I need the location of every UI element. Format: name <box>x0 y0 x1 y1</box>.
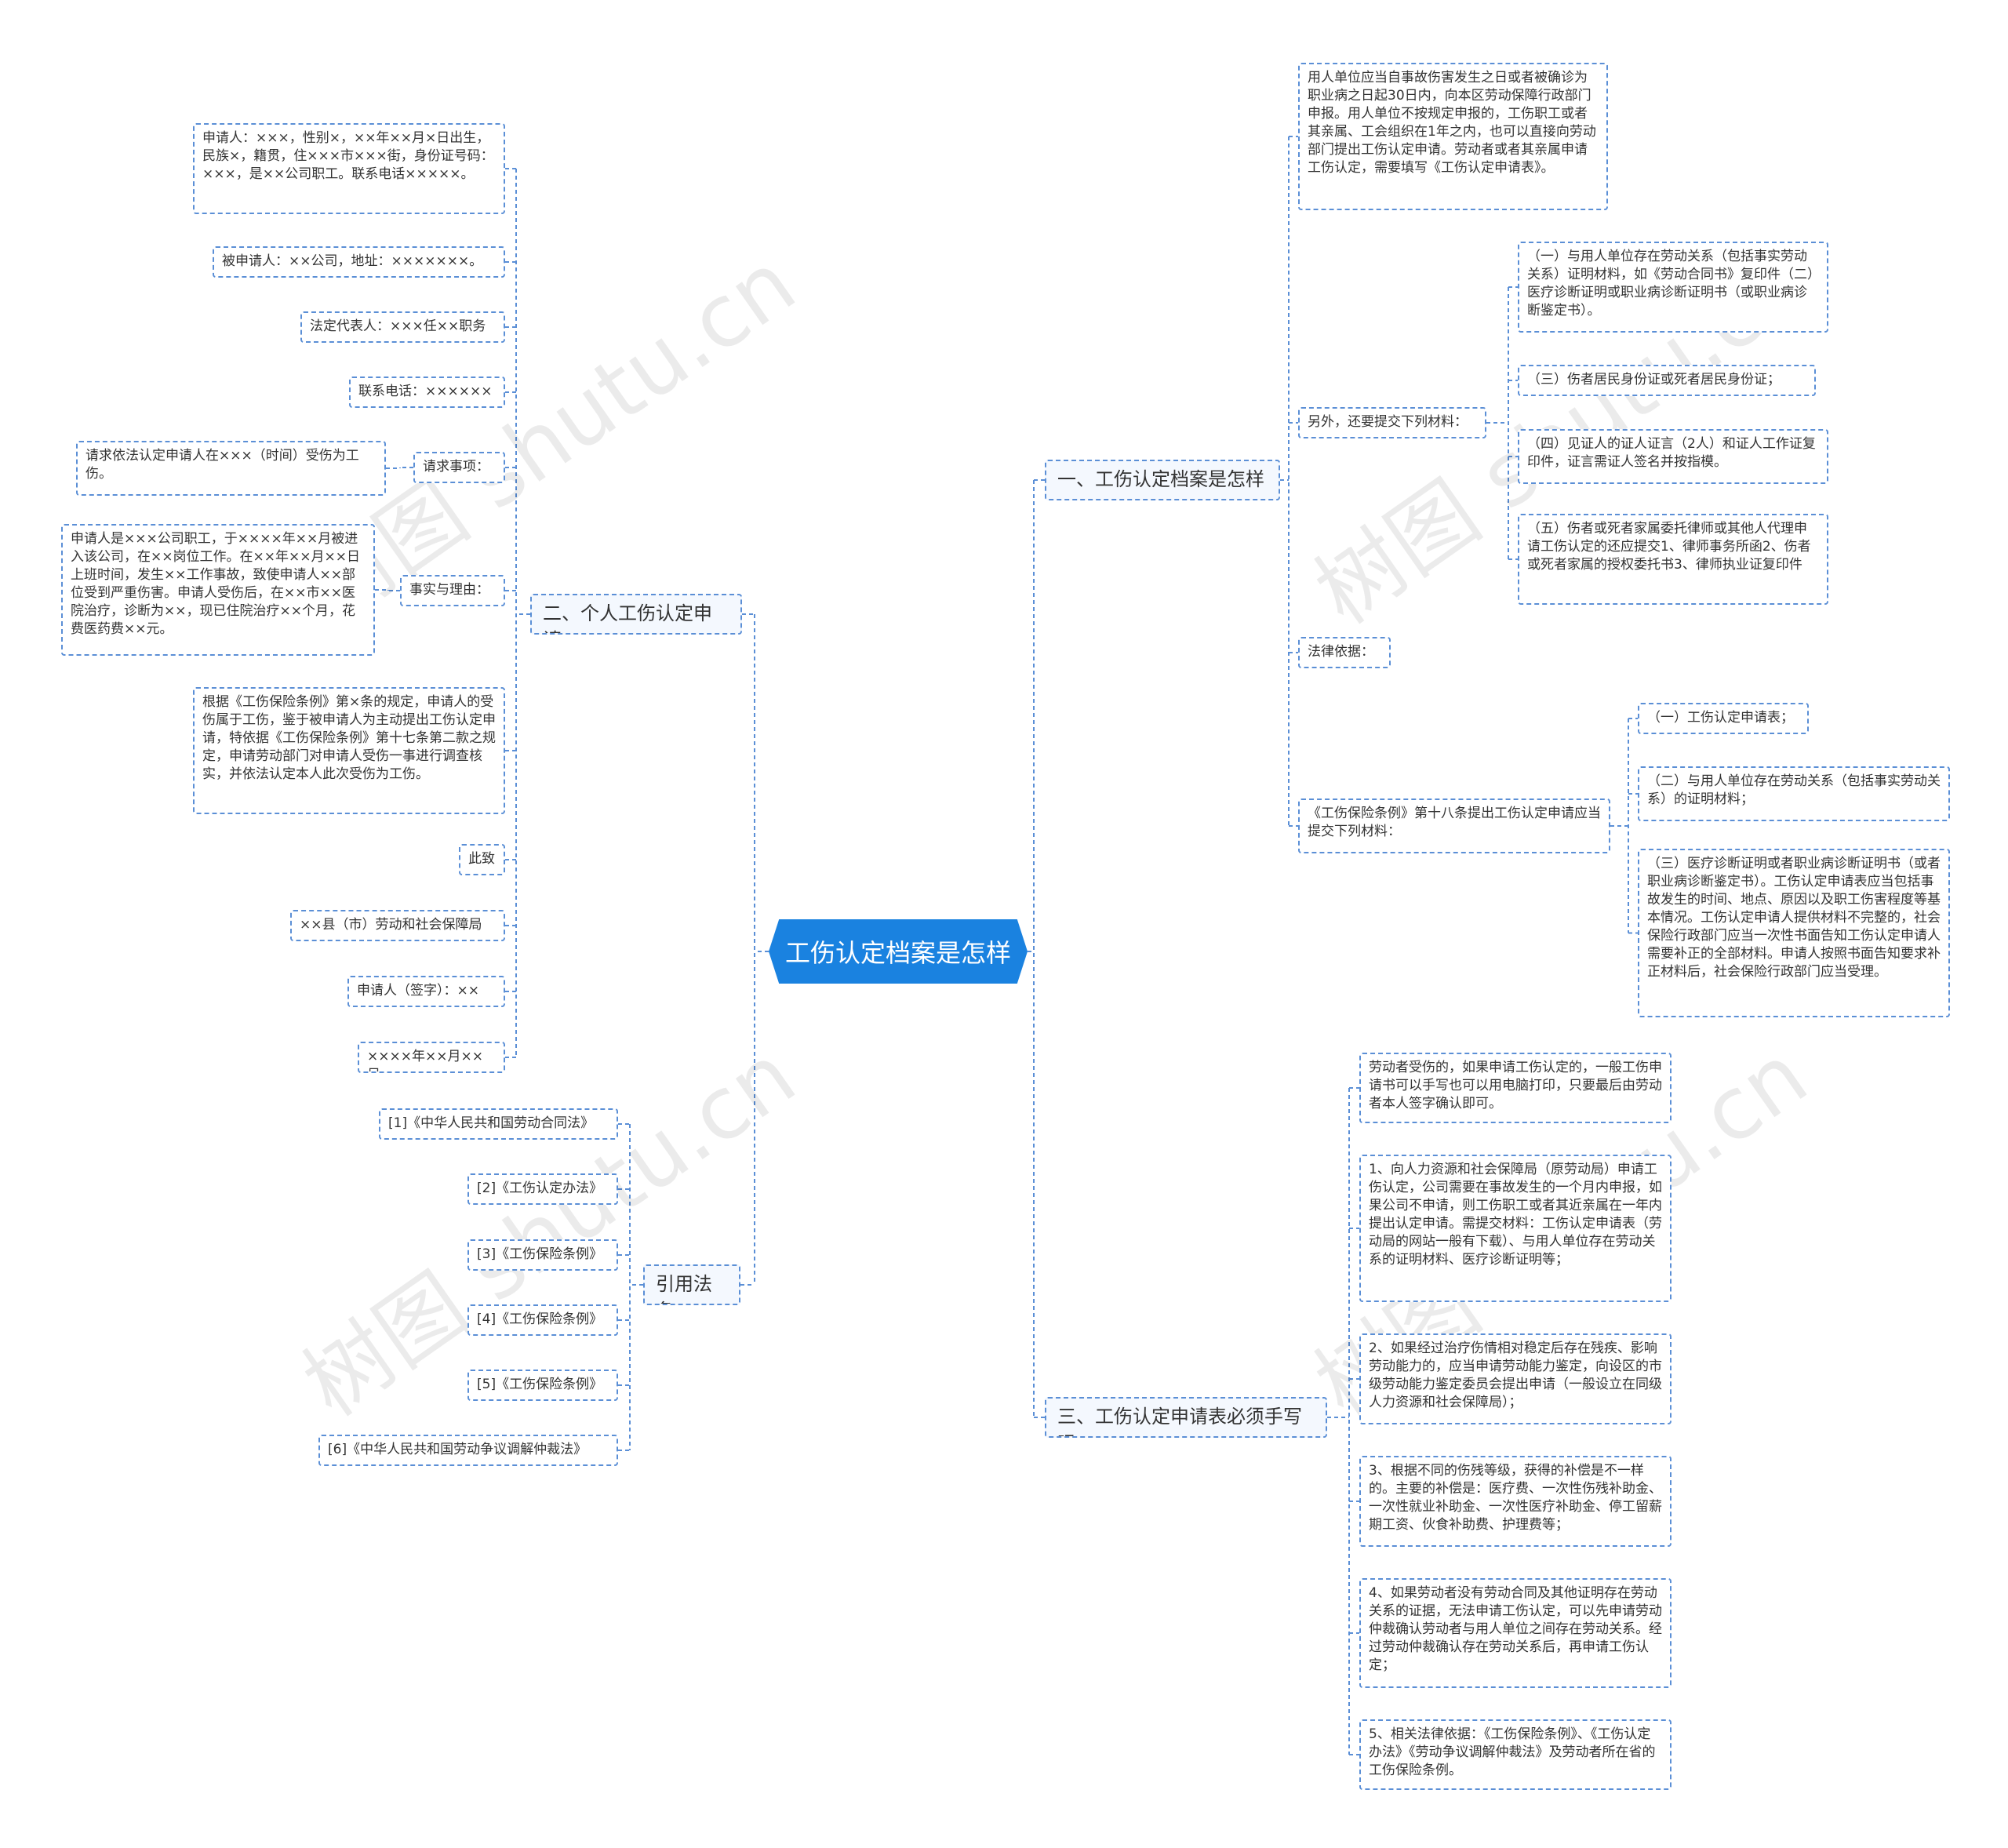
b3-handwriting-note: 劳动者受伤的，如果申请工伤认定的，一般工伤申请书可以手写也可以用电脑打印，只要最… <box>1359 1053 1672 1123</box>
law-citation-2[interactable]: [2]《工伤认定办法》 <box>467 1173 618 1205</box>
b1-material-item: （一）与用人单位存在劳动关系（包括事实劳动关系）证明材料，如《劳动合同书》复印件… <box>1518 242 1828 333</box>
b2-legal-representative: 法定代表人：×××任××职务 <box>300 311 505 343</box>
b2-respondent-info: 被申请人：××公司，地址：×××××××。 <box>213 246 505 278</box>
b3-step-5: 5、相关法律依据：《工伤保险条例》、《工伤认定办法》《劳动争议调解仲裁法》及劳动… <box>1359 1719 1672 1790</box>
b1-material-item: （五）伤者或死者家属委托律师或其他人代理申请工伤认定的还应提交1、律师事务所函2… <box>1518 514 1828 605</box>
b2-request-label: 请求事项： <box>413 452 505 483</box>
b2-facts-detail: 申请人是×××公司职工，于××××年××月被进入该公司，在××岗位工作。在××年… <box>61 524 375 656</box>
b2-contact-phone: 联系电话：×××××× <box>349 377 505 408</box>
b1-regulation-item: （二）与用人单位存在劳动关系（包括事实劳动关系）的证明材料； <box>1638 766 1950 821</box>
law-citation-3[interactable]: [3]《工伤保险条例》 <box>467 1239 618 1271</box>
branch-node-2[interactable]: 二、个人工伤认定申请 <box>530 594 742 635</box>
root-node[interactable]: 工伤认定档案是怎样 <box>769 919 1028 984</box>
b2-date-line: ××××年××月××日 <box>358 1042 505 1073</box>
b2-recipient-bureau: ××县（市）劳动和社会保障局 <box>290 910 505 941</box>
b1-regulation-18: 《工伤保险条例》第十八条提出工伤认定申请应当提交下列材料： <box>1298 798 1610 853</box>
b3-step-2: 2、如果经过治疗伤情相对稳定后存在残疾、影响劳动能力的，应当申请劳动能力鉴定，向… <box>1359 1333 1672 1424</box>
law-citation-6[interactable]: [6]《中华人民共和国劳动争议调解仲裁法》 <box>318 1435 618 1466</box>
b3-step-3: 3、根据不同的伤残等级，获得的补偿是不一样的。主要的补偿是：医疗费、一次性伤残补… <box>1359 1456 1672 1547</box>
b2-salutation: 此致 <box>459 844 505 875</box>
b2-request-detail: 请求依法认定申请人在×××（时间）受伤为工伤。 <box>76 441 386 496</box>
b1-material-item: （三）伤者居民身份证或死者居民身份证； <box>1518 365 1816 396</box>
b1-regulation-item: （三）医疗诊断证明或者职业病诊断证明书（或者职业病诊断鉴定书）。工伤认定申请表应… <box>1638 849 1950 1017</box>
b1-material-item: （四）见证人的证人证言（2人）和证人工作证复印件，证言需证人签名并按指模。 <box>1518 429 1828 484</box>
b3-step-1: 1、向人力资源和社会保障局（原劳动局）申请工伤认定，公司需要在事故发生的一个月内… <box>1359 1155 1672 1302</box>
branch-node-3[interactable]: 三、工伤认定申请表必须手写吗 <box>1045 1397 1327 1438</box>
branch-node-1[interactable]: 一、工伤认定档案是怎样 <box>1045 460 1280 500</box>
b1-regulation-item: （一）工伤认定申请表； <box>1638 703 1809 734</box>
b2-signature-line: 申请人（签字）：×× <box>347 976 505 1007</box>
law-citation-5[interactable]: [5]《工伤保险条例》 <box>467 1370 618 1401</box>
law-citation-1[interactable]: [1]《中华人民共和国劳动合同法》 <box>379 1108 618 1140</box>
b2-applicant-info: 申请人：×××，性别×，××年××月×日出生，民族×，籍贯，住×××市×××街，… <box>193 123 505 214</box>
b1-legal-basis-label: 法律依据： <box>1298 637 1391 668</box>
b2-facts-label: 事实与理由： <box>400 575 505 606</box>
b1-intro-text: 用人单位应当自事故伤害发生之日或者被确诊为职业病之日起30日内，向本区劳动保障行… <box>1298 63 1608 210</box>
b1-materials-label: 另外，还要提交下列材料： <box>1298 407 1486 438</box>
branch-node-4[interactable]: 引用法条 <box>643 1264 740 1305</box>
law-citation-4[interactable]: [4]《工伤保险条例》 <box>467 1304 618 1336</box>
b3-step-4: 4、如果劳动者没有劳动合同及其他证明存在劳动关系的证据，无法申请工伤认定，可以先… <box>1359 1578 1672 1688</box>
b2-basis-text: 根据《工伤保险条例》第×条的规定，申请人的受伤属于工伤，鉴于被申请人为主动提出工… <box>193 687 505 814</box>
